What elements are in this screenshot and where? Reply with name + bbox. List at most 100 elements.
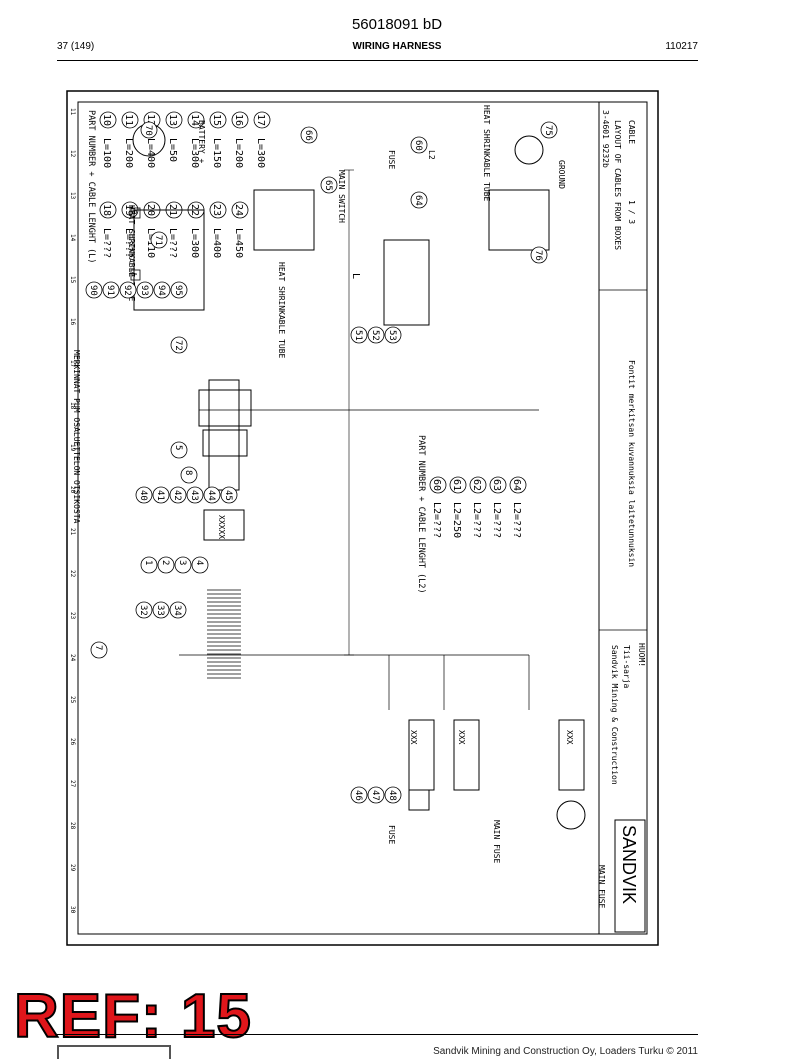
marking-xxxxx: XXXXX (217, 515, 226, 539)
part-circle (209, 111, 227, 129)
callout-number: 66 (303, 130, 313, 141)
callout-number: 5 (173, 445, 183, 450)
column-number: 25 (69, 696, 76, 704)
cable-length: L2=250 (451, 502, 462, 538)
part-number: 64 (511, 479, 522, 491)
callout-circle (530, 246, 548, 264)
callout-number: 64 (413, 195, 423, 206)
label-battery: BATTERY + (197, 120, 206, 164)
callout-circle (153, 281, 171, 299)
callout-number: 52 (370, 330, 380, 341)
part-number: 17 (255, 114, 266, 126)
callout-number: 71 (153, 235, 163, 246)
callout-number: 91 (105, 285, 115, 296)
callout-circle (152, 486, 170, 504)
part-circle (449, 476, 467, 494)
callout-number: 72 (173, 340, 183, 351)
callout-number: 95 (173, 285, 183, 296)
company-line2: Sandvik Mining & Construction (610, 645, 619, 785)
callout-circle (140, 556, 158, 574)
callout-number: 47 (370, 790, 380, 801)
part-circle (99, 111, 117, 129)
callout-circle (170, 336, 188, 354)
column-number: 16 (69, 318, 76, 326)
callout-number: 43 (189, 490, 199, 501)
callout-circle (135, 486, 153, 504)
label-main-fuse-left: MAIN FUSE (492, 820, 501, 864)
column-number: 22 (69, 570, 76, 578)
label-l2: L2 (427, 150, 436, 160)
footer-divider (57, 1034, 698, 1035)
callout-circle (180, 466, 198, 484)
footer-logo (57, 1045, 171, 1059)
callout-circle (350, 326, 368, 344)
callout-circle (102, 281, 120, 299)
dimension-l: L (350, 273, 361, 279)
column-number: 26 (69, 738, 76, 746)
callout-number: 70 (143, 125, 153, 136)
drawing-inner-frame (77, 101, 648, 935)
cable-length: L2=??? (491, 502, 502, 538)
label-main-switch: MAIN SWITCH (337, 170, 346, 223)
callout-number: 92 (122, 285, 132, 296)
callout-number: 94 (156, 285, 166, 296)
mid-table-title: PART NUMBER + CABLE LENGHT (L2) (416, 435, 426, 594)
part-circle (231, 111, 249, 129)
part-number: 12 (145, 114, 156, 126)
part-number: 13 (167, 114, 178, 126)
part-circle (469, 476, 487, 494)
cable-length: L=300 (189, 138, 200, 168)
callout-number: 40 (138, 490, 148, 501)
column-number: 19 (69, 444, 76, 452)
document-number: 56018091 bD (351, 16, 443, 33)
part-number: 62 (471, 479, 482, 491)
callout-circle (174, 556, 192, 574)
cable-length: L=100 (101, 138, 112, 168)
part-number: 10 (101, 114, 112, 126)
part-number: 60 (431, 479, 442, 491)
part-number: 15 (211, 114, 222, 126)
part-circle (209, 201, 227, 219)
column-number: 20 (69, 486, 76, 494)
label-heat-tube-2: HEAT SHRINKABLE TUBE (277, 262, 286, 359)
callout-number: 44 (206, 490, 216, 501)
title-block-cable: CABLE (627, 120, 636, 144)
callout-number: 46 (353, 790, 363, 801)
callout-number: 8 (183, 470, 193, 475)
callout-number: 32 (138, 605, 148, 616)
part-number: 16 (233, 114, 244, 126)
callout-number: 33 (155, 605, 165, 616)
company-line1: Tii-sarja (622, 645, 631, 689)
column-number: 15 (69, 276, 76, 284)
callout-circle (136, 281, 154, 299)
drawing-frame (66, 90, 659, 946)
callout-number: 3 (177, 560, 187, 565)
callout-circle (169, 486, 187, 504)
callout-circle (410, 191, 428, 209)
badge-b-box (130, 207, 141, 219)
part-circle (231, 201, 249, 219)
part-circle (165, 111, 183, 129)
marking-xxx-1: XXX (409, 730, 418, 745)
callout-number: 42 (172, 490, 182, 501)
callout-number: 75 (543, 125, 553, 136)
callout-circle (540, 121, 558, 139)
note-text: Fontit merkitsan kuvannuksia laitetunnuk… (627, 360, 636, 567)
callout-circle (410, 136, 428, 154)
part-number: 63 (491, 479, 502, 491)
part-circle (509, 476, 527, 494)
part-circle (253, 111, 271, 129)
column-number: 11 (69, 108, 76, 116)
part-number: 23 (211, 204, 222, 216)
callout-circle (350, 786, 368, 804)
part-circle (99, 201, 117, 219)
cable-length: L2=??? (511, 502, 522, 538)
column-number: 23 (69, 612, 76, 620)
wiring-harness-drawing: 1112131415161718192021222324252627282930… (66, 90, 659, 946)
callout-number: 90 (88, 285, 98, 296)
cable-length: L=??? (123, 228, 134, 258)
callout-number: 41 (155, 490, 165, 501)
connector-body (198, 389, 252, 427)
column-number: 21 (69, 528, 76, 536)
